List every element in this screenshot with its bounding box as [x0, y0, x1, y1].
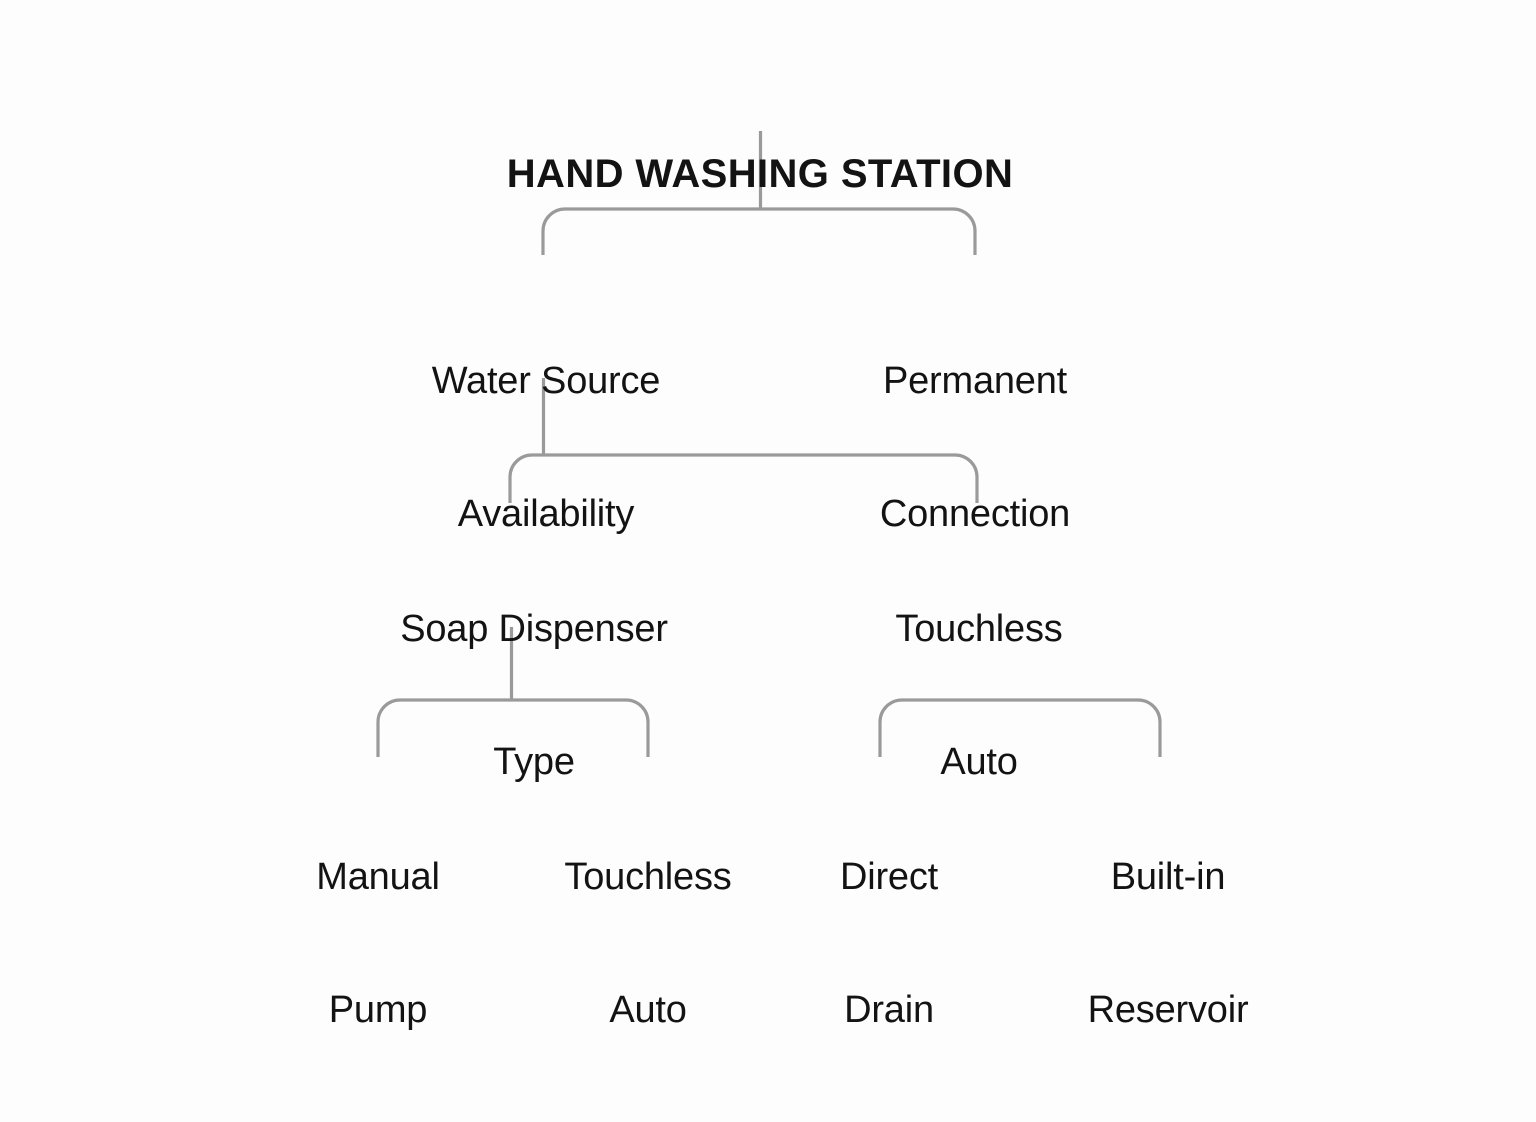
- node-touchless-auto-mid-line-1: Touchless: [895, 607, 1063, 650]
- node-water-source-availability-line-2: Availability: [457, 493, 635, 536]
- node-manual-pump-line-1: Manual: [316, 855, 440, 898]
- node-touchless-auto-leaf-line-1: Touchless: [564, 855, 732, 898]
- node-touchless-auto-leaf: Touchless Auto: [564, 766, 731, 1122]
- node-built-in-reservoir-line-2: Reservoir: [1087, 989, 1249, 1032]
- node-touchless-auto-mid: Touchless Auto: [895, 518, 1062, 874]
- node-direct-drain: Direct Drain: [840, 766, 938, 1122]
- node-permanent-connection-line-2: Connection: [879, 493, 1071, 536]
- node-root: HAND WASHING STATION: [507, 57, 1014, 291]
- node-water-source-availability-line-1: Water Source: [431, 359, 661, 402]
- node-built-in-reservoir: Built-in Reservoir: [1088, 766, 1249, 1122]
- node-touchless-auto-leaf-line-2: Auto: [609, 989, 687, 1032]
- hierarchy-diagram: HAND WASHING STATION Water Source Availa…: [316, 57, 1249, 1031]
- node-permanent-connection-line-1: Permanent: [882, 359, 1068, 402]
- node-touchless-auto-mid-line-2: Auto: [940, 741, 1018, 784]
- node-water-source-availability: Water Source Availability: [432, 270, 661, 626]
- node-soap-dispenser-type-line-2: Type: [493, 741, 575, 784]
- node-soap-dispenser-type: Soap Dispenser Type: [400, 518, 668, 874]
- node-manual-pump: Manual Pump: [316, 766, 440, 1122]
- node-built-in-reservoir-line-1: Built-in: [1110, 855, 1226, 898]
- node-root-line-1: HAND WASHING STATION: [506, 151, 1014, 196]
- node-direct-drain-line-2: Drain: [844, 989, 934, 1032]
- node-soap-dispenser-type-line-1: Soap Dispenser: [400, 607, 668, 650]
- node-manual-pump-line-2: Pump: [328, 989, 428, 1032]
- node-direct-drain-line-1: Direct: [839, 855, 939, 898]
- node-permanent-connection: Permanent Connection: [880, 270, 1070, 626]
